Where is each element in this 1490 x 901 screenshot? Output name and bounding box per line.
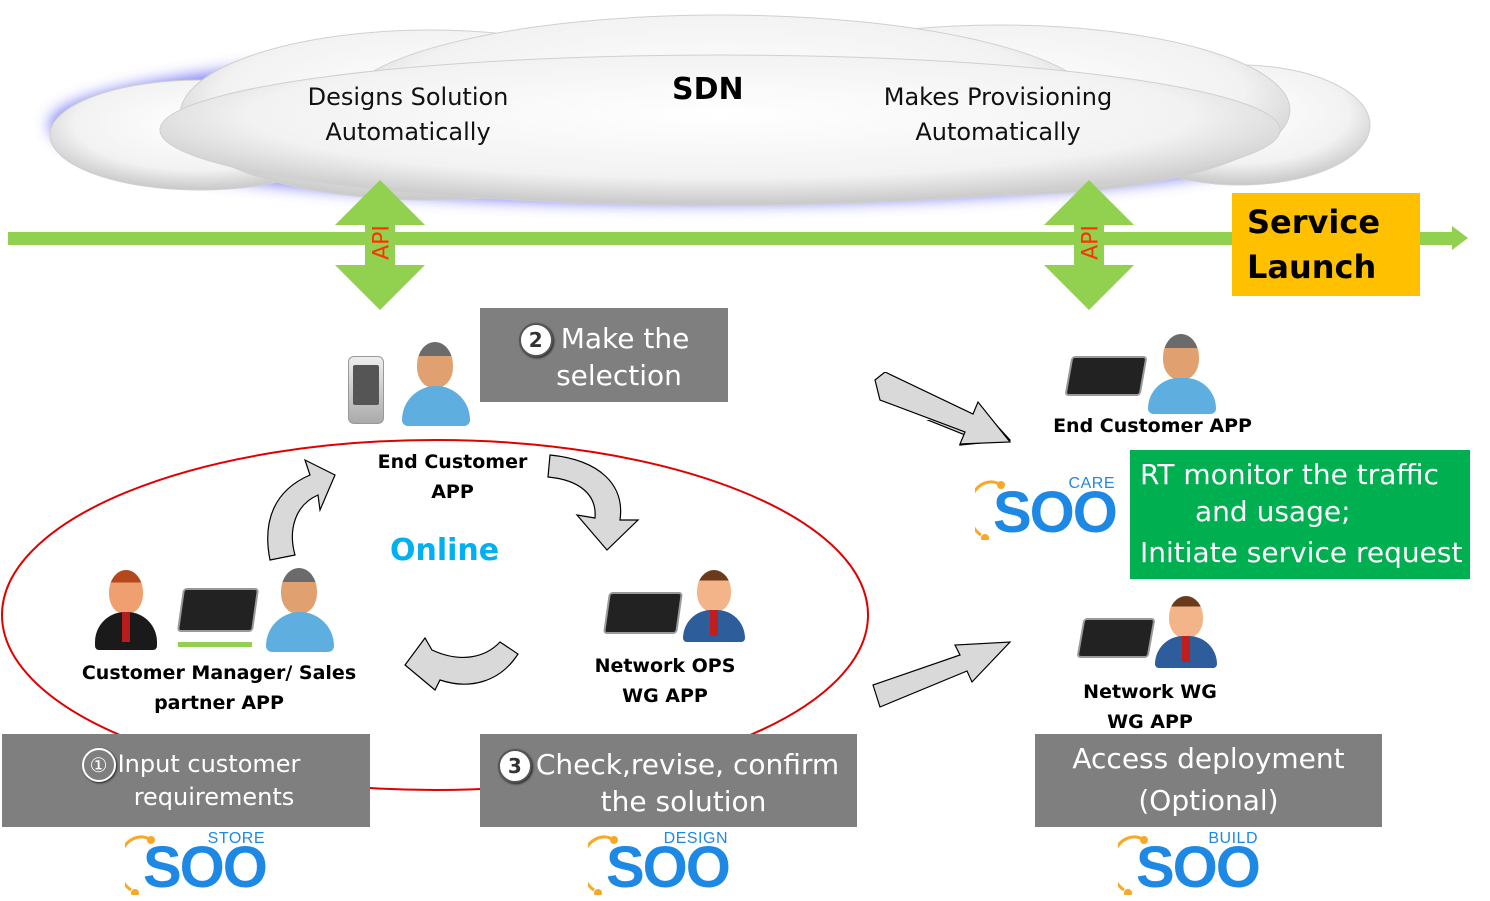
service-launch-line2: Launch — [1247, 248, 1377, 286]
care-soo-logo: CARE SOO — [975, 475, 1125, 545]
orbit-arc-icon — [588, 835, 618, 895]
care-logo-sub: CARE — [1068, 475, 1115, 492]
care-info-box: RT monitor the traffic and usage; Initia… — [1130, 450, 1470, 579]
cloud-left-line2: Automatically — [325, 118, 491, 146]
network-wg-person-icon — [1155, 596, 1217, 668]
step-1-number-icon: ① — [81, 748, 116, 782]
access-deployment-box: Access deployment (Optional) — [1035, 734, 1382, 827]
store-logo-main: SOO — [143, 835, 268, 900]
cloud-right-text: Makes Provisioning Automatically — [858, 80, 1138, 150]
orbit-arc-icon — [1118, 835, 1148, 895]
network-wg-line1: Network WG — [1083, 681, 1217, 703]
design-logo-sub: DESIGN — [663, 830, 728, 847]
cycle-arrow-left — [404, 636, 519, 691]
service-launch-line1: Service — [1247, 203, 1381, 241]
design-logo-main: SOO — [606, 835, 731, 900]
store-logo-sub: STORE — [207, 830, 265, 847]
right-end-customer-person-icon — [1146, 334, 1218, 418]
customer-manager-label: Customer Manager/ Sales partner APP — [70, 658, 368, 718]
api-left-double-arrow — [335, 180, 425, 310]
step-1-line1: Input customer — [117, 750, 301, 778]
flow-arrow-bottom-right — [872, 641, 1012, 708]
store-soo-logo: STORE SOO — [125, 830, 275, 900]
flow-arrow-to-end-customer — [874, 372, 1012, 445]
network-ops-person-icon — [683, 570, 745, 642]
build-logo-main: SOO — [1136, 835, 1261, 900]
end-customer-app-label: End Customer APP — [365, 447, 540, 507]
network-wg-label: Network WG WG APP — [1065, 677, 1235, 737]
step-2-line1: Make the — [560, 322, 690, 355]
care-box-line2: and usage; — [1195, 495, 1351, 528]
api-right-label: API — [1078, 225, 1104, 260]
orbit-arc-icon — [975, 480, 1005, 540]
cycle-ellipse — [1, 439, 869, 791]
care-box-line3: Initiate service request — [1140, 536, 1463, 569]
right-end-customer-tablet-icon — [1064, 356, 1148, 396]
api-right-double-arrow — [1044, 180, 1134, 310]
network-ops-label: Network OPS WG APP — [580, 651, 750, 711]
smartphone-icon — [348, 356, 384, 424]
step-3-line1: Check,revise, confirm — [535, 748, 840, 781]
care-logo-main: SOO — [993, 480, 1118, 545]
build-soo-logo: BUILD SOO — [1118, 830, 1268, 900]
network-ops-tablet-icon — [603, 592, 683, 634]
customer-manager-line1: Customer Manager/ Sales — [81, 662, 357, 684]
access-line1: Access deployment — [1072, 742, 1345, 775]
network-wg-tablet-icon — [1076, 618, 1156, 658]
cycle-arrow-down — [547, 454, 640, 551]
sales-partner-person-icon — [264, 568, 336, 652]
build-logo-sub: BUILD — [1208, 830, 1258, 847]
online-label: Online — [390, 533, 500, 568]
right-end-customer-label: End Customer APP — [1053, 415, 1252, 437]
cloud-left-text: Designs Solution Automatically — [288, 80, 528, 150]
cycle-arrow-up — [267, 458, 336, 561]
end-customer-person-icon — [400, 342, 472, 426]
service-launch-box: Service Launch — [1232, 193, 1420, 296]
design-soo-logo: DESIGN SOO — [588, 830, 738, 900]
step-1-line2: requirements — [133, 783, 295, 811]
access-line2: (Optional) — [1138, 784, 1279, 817]
timeline-arrowhead — [1452, 226, 1468, 250]
step-3-line2: the solution — [600, 785, 767, 818]
cloud-left-line1: Designs Solution — [307, 83, 509, 111]
cloud-right-line1: Makes Provisioning — [883, 83, 1113, 111]
sdn-cloud — [49, 14, 1371, 206]
api-left-label: API — [369, 225, 395, 260]
network-wg-line2: WG APP — [1107, 711, 1193, 733]
network-ops-line1: Network OPS — [594, 655, 736, 677]
network-ops-line2: WG APP — [622, 685, 708, 707]
customer-manager-line2: partner APP — [154, 692, 284, 714]
end-customer-line2: APP — [431, 481, 474, 503]
sdn-title: SDN — [672, 72, 744, 107]
care-box-line1: RT monitor the traffic — [1140, 458, 1439, 491]
cloud-right-line2: Automatically — [915, 118, 1081, 146]
orbit-arc-icon — [125, 835, 155, 895]
tablet-icon — [176, 588, 260, 632]
tablet-underline — [178, 642, 252, 647]
customer-manager-person-icon — [95, 570, 157, 650]
step-2-number-icon: 2 — [518, 323, 553, 357]
step-3-number-icon: 3 — [497, 749, 532, 783]
step-2-line2: selection — [556, 359, 682, 392]
end-customer-line1: End Customer — [377, 451, 528, 473]
timeline — [8, 180, 1468, 310]
